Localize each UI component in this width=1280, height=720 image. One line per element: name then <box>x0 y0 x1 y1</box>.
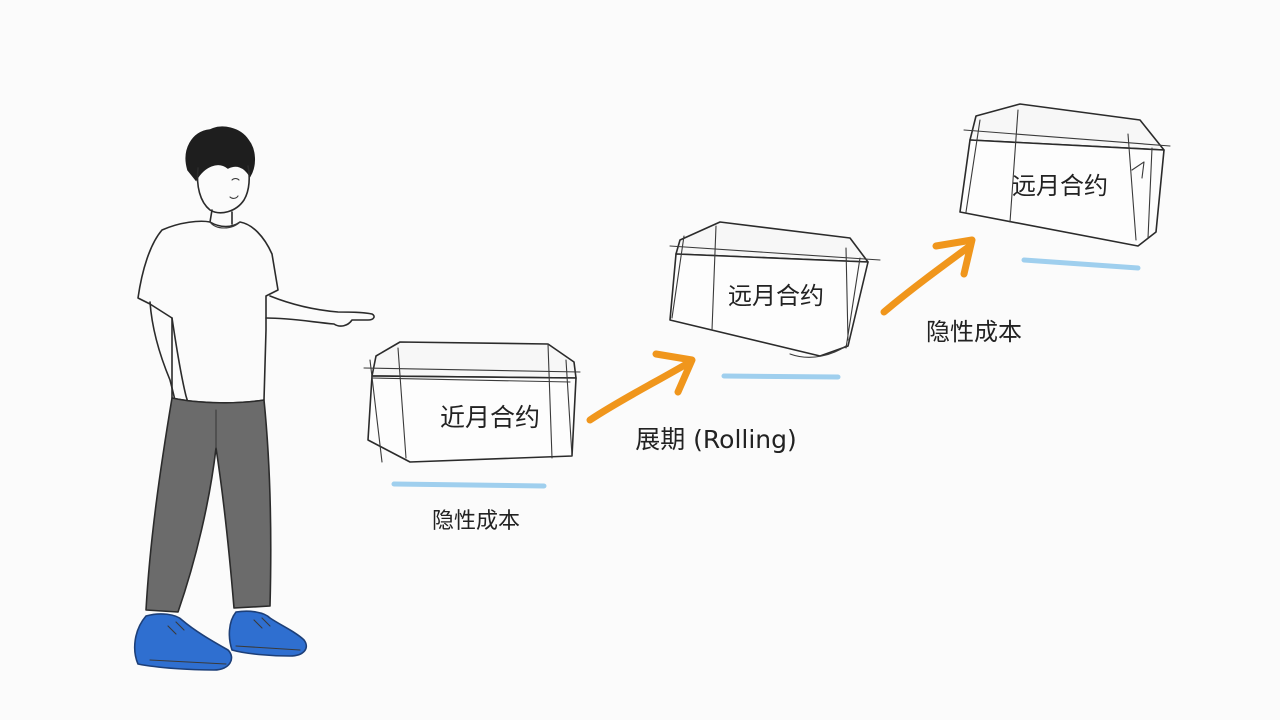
box-near-month-label: 近月合约 <box>440 403 540 432</box>
box-near-month: 近月合约 隐性成本 <box>363 341 581 534</box>
cost-underline-1 <box>391 481 547 489</box>
rolling-label: 展期 (Rolling) <box>635 425 797 454</box>
box-far-month-2-label: 远月合约 <box>1012 172 1108 200</box>
box-far-month-1: 远月合约 <box>669 221 881 380</box>
person-pointing-icon <box>133 126 375 671</box>
box-far-month-1-label: 远月合约 <box>728 282 824 310</box>
rolling-arrow: 展期 (Rolling) <box>586 350 797 454</box>
cost-underline-3 <box>1021 257 1141 271</box>
box-far-month-2: 远月合约 <box>959 103 1171 271</box>
hidden-cost-label-2: 隐性成本 <box>926 318 1022 346</box>
hidden-cost-label-1: 隐性成本 <box>432 509 520 534</box>
rolling-arrow-2: 隐性成本 <box>880 236 1022 346</box>
cost-underline-2 <box>721 373 841 380</box>
